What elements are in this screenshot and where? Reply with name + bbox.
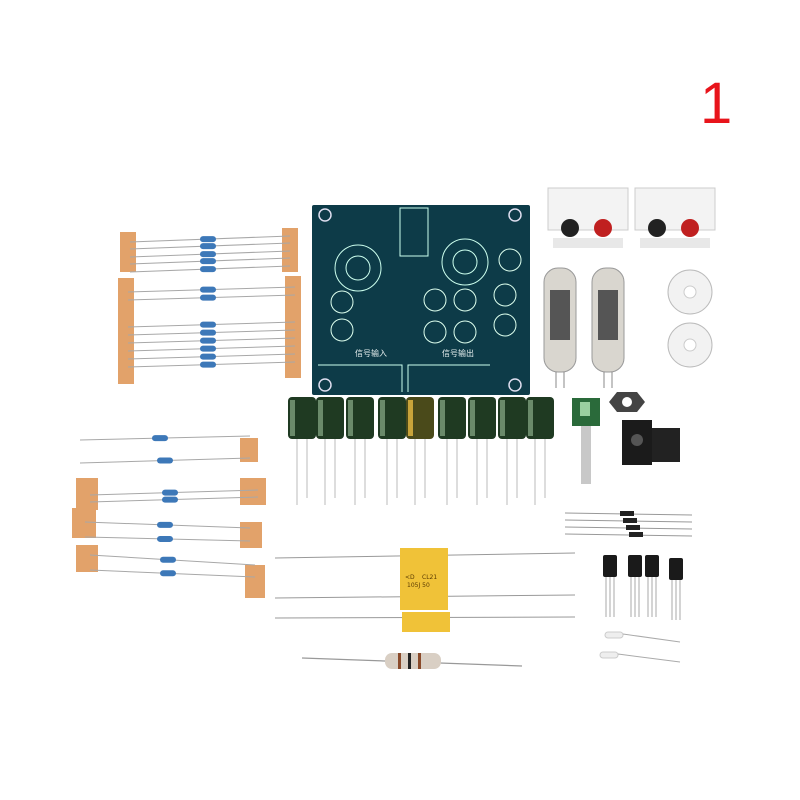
capacitor-footprint bbox=[493, 283, 517, 307]
capacitor-footprint bbox=[498, 248, 522, 272]
diodes bbox=[564, 511, 693, 537]
resistor bbox=[200, 321, 216, 328]
resistor bbox=[200, 236, 216, 243]
resistor bbox=[200, 345, 216, 352]
rca-jacks bbox=[547, 187, 716, 248]
tape-strip bbox=[120, 232, 136, 272]
pcb-input-label: 信号输入 bbox=[355, 348, 387, 358]
resistor bbox=[157, 521, 173, 528]
capacitor-footprint bbox=[423, 320, 447, 344]
transistor bbox=[669, 558, 683, 580]
led bbox=[599, 651, 619, 659]
resistor bbox=[200, 361, 216, 368]
film-capacitor bbox=[402, 612, 450, 632]
tape-strip bbox=[72, 508, 96, 538]
capacitor-footprint bbox=[453, 320, 477, 344]
resistor bbox=[200, 243, 216, 250]
resistor bbox=[160, 570, 176, 577]
transistor bbox=[603, 555, 617, 577]
tape-strip bbox=[76, 478, 98, 510]
rca-jack-black bbox=[561, 219, 579, 237]
capacitor-footprint bbox=[423, 288, 447, 312]
resistor bbox=[162, 496, 178, 503]
vacuum-tubes bbox=[543, 267, 625, 388]
tape-strip bbox=[240, 522, 262, 548]
circuit-board: 信号输入 信号输出 bbox=[312, 205, 530, 395]
dc-power-jack bbox=[622, 420, 680, 465]
tape-strip bbox=[118, 278, 134, 384]
film-cap-rating: 105J 50 bbox=[407, 582, 430, 589]
tape-strip bbox=[240, 478, 266, 505]
tape-strip bbox=[282, 228, 298, 272]
rca-jack-block bbox=[547, 187, 629, 231]
resistor bbox=[200, 329, 216, 336]
tube-socket-footprint bbox=[334, 244, 382, 292]
tape-strip bbox=[76, 545, 98, 572]
resistor bbox=[152, 435, 168, 442]
diode bbox=[623, 518, 637, 523]
resistor bbox=[200, 294, 216, 301]
capacitor-footprint bbox=[493, 313, 517, 337]
resistor bbox=[160, 556, 176, 563]
resistor bbox=[162, 489, 178, 496]
resistor bbox=[200, 286, 216, 293]
diode bbox=[626, 525, 640, 530]
mounting-hole bbox=[508, 208, 522, 222]
mounting-hole bbox=[318, 378, 332, 392]
item-number-badge: 1 bbox=[700, 71, 733, 136]
film-capacitors bbox=[274, 548, 576, 632]
tape-strip bbox=[240, 438, 258, 462]
rca-jack-block bbox=[634, 187, 716, 231]
resistor bbox=[200, 258, 216, 265]
resistor bbox=[200, 251, 216, 258]
film-capacitor bbox=[400, 548, 448, 590]
transistor bbox=[645, 555, 659, 577]
ic-footprint bbox=[399, 207, 429, 257]
electrolytic-capacitors bbox=[288, 397, 554, 505]
diode bbox=[629, 532, 643, 537]
resistor bbox=[200, 337, 216, 344]
film-cap-model: CL21 bbox=[422, 574, 437, 581]
rca-jack-red bbox=[594, 219, 612, 237]
film-cap-brand: <D bbox=[405, 574, 415, 581]
tape-strip bbox=[245, 565, 265, 598]
tube-socket-footprint bbox=[441, 238, 489, 286]
resistor bbox=[157, 535, 173, 542]
rca-jack-black bbox=[648, 219, 666, 237]
led bbox=[604, 631, 624, 639]
mounting-hole bbox=[318, 208, 332, 222]
resistor bbox=[200, 266, 216, 273]
mounting-hole bbox=[508, 378, 522, 392]
resistor bbox=[157, 457, 173, 464]
tube-sockets bbox=[667, 269, 713, 368]
leds bbox=[599, 631, 681, 663]
capacitor-footprint bbox=[453, 288, 477, 312]
resistor bbox=[200, 353, 216, 360]
potentiometer bbox=[572, 392, 645, 484]
resistor-tape-strips bbox=[72, 228, 301, 598]
rca-jack-red bbox=[681, 219, 699, 237]
power-resistor bbox=[301, 653, 523, 669]
transistor bbox=[628, 555, 642, 577]
diode bbox=[620, 511, 634, 516]
film-capacitor bbox=[400, 590, 448, 610]
tape-strip bbox=[285, 276, 301, 378]
pcb-output-label: 信号输出 bbox=[442, 348, 474, 358]
transistors bbox=[603, 555, 683, 620]
capacitor-footprint bbox=[330, 290, 354, 314]
capacitor-footprint bbox=[330, 318, 354, 342]
